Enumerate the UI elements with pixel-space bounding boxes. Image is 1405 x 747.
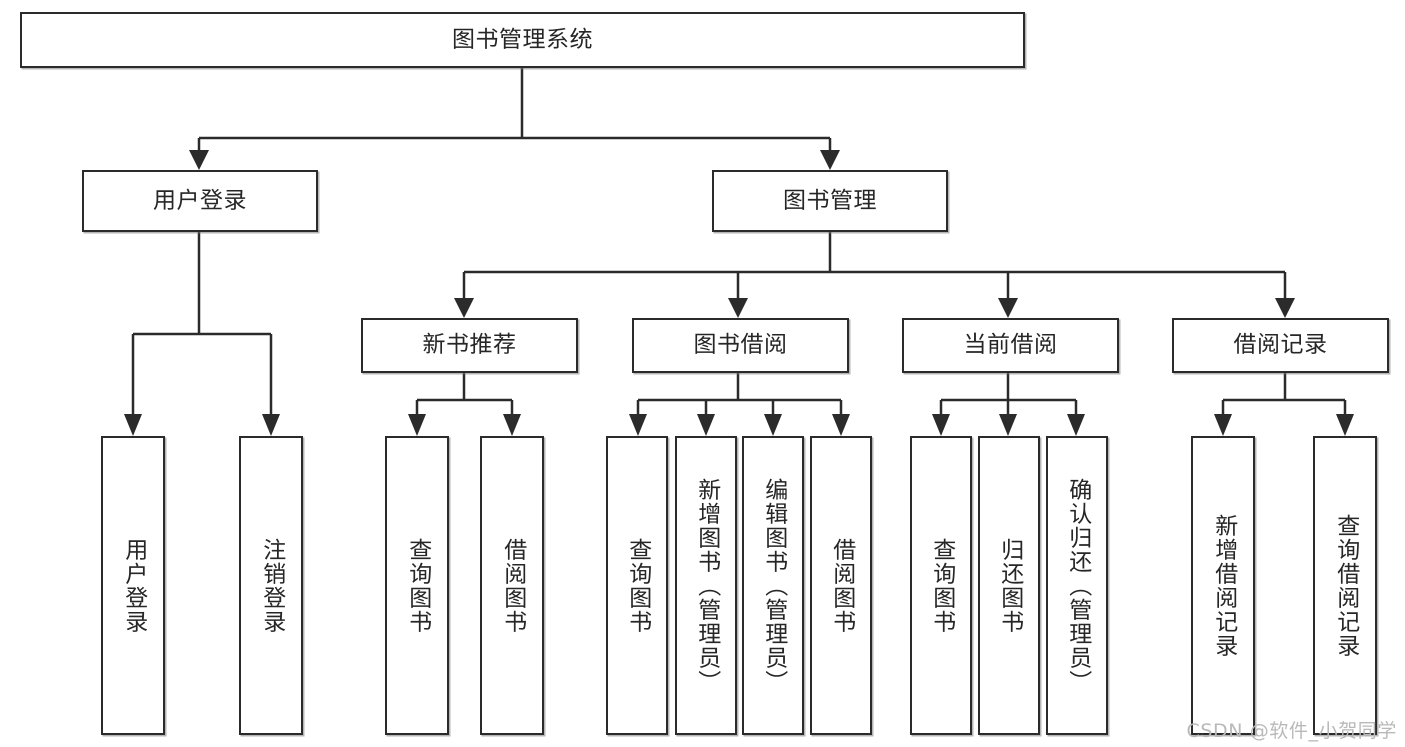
arrow-new-book-recommend — [454, 298, 474, 318]
node-root-label: 图书管理系统 — [452, 26, 593, 53]
arrow-leaf-add-record — [1214, 414, 1232, 436]
node-leaf-query-book-1[interactable]: 查询图书 — [385, 436, 449, 735]
node-root[interactable]: 图书管理系统 — [20, 12, 1025, 68]
csdn-watermark: CSDN @软件_小贺同学 — [1186, 720, 1397, 742]
arrow-leaf-query-book-2 — [629, 414, 647, 436]
arrow-leaf-borrow-book-1 — [503, 414, 521, 436]
arrow-leaf-query-record — [1336, 414, 1354, 436]
node-leaf-query-book-2-label: 查询图书 — [624, 537, 651, 634]
node-book-manage[interactable]: 图书管理 — [712, 170, 948, 232]
node-leaf-confirm-return-label: 确认归还（管理员） — [1064, 477, 1091, 694]
node-borrow-record[interactable]: 借阅记录 — [1172, 318, 1389, 373]
node-current-borrow[interactable]: 当前借阅 — [902, 318, 1119, 373]
node-leaf-add-record-label: 新增借阅记录 — [1210, 513, 1237, 658]
arrow-borrow-record — [1275, 298, 1295, 318]
node-new-book-recommend[interactable]: 新书推荐 — [361, 318, 578, 373]
arrow-leaf-edit-book — [764, 414, 782, 436]
arrow-user-login — [189, 150, 209, 170]
arrow-leaf-logout-login — [262, 414, 280, 436]
node-user-login-label: 用户登录 — [153, 187, 247, 214]
node-leaf-logout-login-label: 注销登录 — [258, 537, 285, 634]
arrow-leaf-user-login — [124, 414, 142, 436]
arrow-leaf-borrow-book-2 — [832, 414, 850, 436]
arrow-leaf-query-book-1 — [408, 414, 426, 436]
node-leaf-logout-login[interactable]: 注销登录 — [239, 436, 303, 735]
node-leaf-add-book[interactable]: 新增图书（管理员） — [675, 436, 737, 735]
node-leaf-query-book-3-label: 查询图书 — [928, 537, 955, 634]
node-leaf-add-book-label: 新增图书（管理员） — [693, 477, 720, 694]
arrow-book-manage — [820, 150, 840, 170]
arrow-current-borrow — [998, 298, 1018, 318]
node-new-book-recommend-label: 新书推荐 — [422, 332, 517, 359]
arrow-leaf-confirm-return — [1067, 414, 1085, 436]
node-borrow-record-label: 借阅记录 — [1233, 332, 1328, 359]
node-leaf-query-book-1-label: 查询图书 — [404, 537, 431, 634]
arrow-leaf-return-book — [999, 414, 1017, 436]
node-leaf-edit-book-label: 编辑图书（管理员） — [760, 477, 787, 694]
node-leaf-user-login-label: 用户登录 — [120, 537, 147, 634]
node-leaf-return-book-label: 归还图书 — [996, 537, 1023, 634]
node-leaf-query-record[interactable]: 查询借阅记录 — [1313, 436, 1377, 735]
node-book-borrow[interactable]: 图书借阅 — [632, 318, 849, 373]
node-leaf-confirm-return[interactable]: 确认归还（管理员） — [1046, 436, 1108, 735]
node-leaf-return-book[interactable]: 归还图书 — [978, 436, 1040, 735]
node-leaf-borrow-book-2[interactable]: 借阅图书 — [810, 436, 872, 735]
node-user-login[interactable]: 用户登录 — [82, 170, 318, 232]
arrow-leaf-query-book-3 — [932, 414, 950, 436]
arrow-leaf-add-book — [697, 414, 715, 436]
node-current-borrow-label: 当前借阅 — [963, 332, 1058, 359]
node-leaf-borrow-book-1-label: 借阅图书 — [499, 537, 526, 634]
node-leaf-query-record-label: 查询借阅记录 — [1332, 513, 1359, 658]
node-book-manage-label: 图书管理 — [783, 187, 877, 214]
arrow-book-borrow — [728, 298, 748, 318]
node-leaf-query-book-2[interactable]: 查询图书 — [606, 436, 668, 735]
node-leaf-edit-book[interactable]: 编辑图书（管理员） — [742, 436, 804, 735]
node-leaf-borrow-book-2-label: 借阅图书 — [828, 537, 855, 634]
node-leaf-add-record[interactable]: 新增借阅记录 — [1191, 436, 1255, 735]
node-leaf-query-book-3[interactable]: 查询图书 — [910, 436, 972, 735]
node-leaf-borrow-book-1[interactable]: 借阅图书 — [480, 436, 544, 735]
node-book-borrow-label: 图书借阅 — [693, 332, 788, 359]
node-leaf-user-login[interactable]: 用户登录 — [101, 436, 165, 735]
